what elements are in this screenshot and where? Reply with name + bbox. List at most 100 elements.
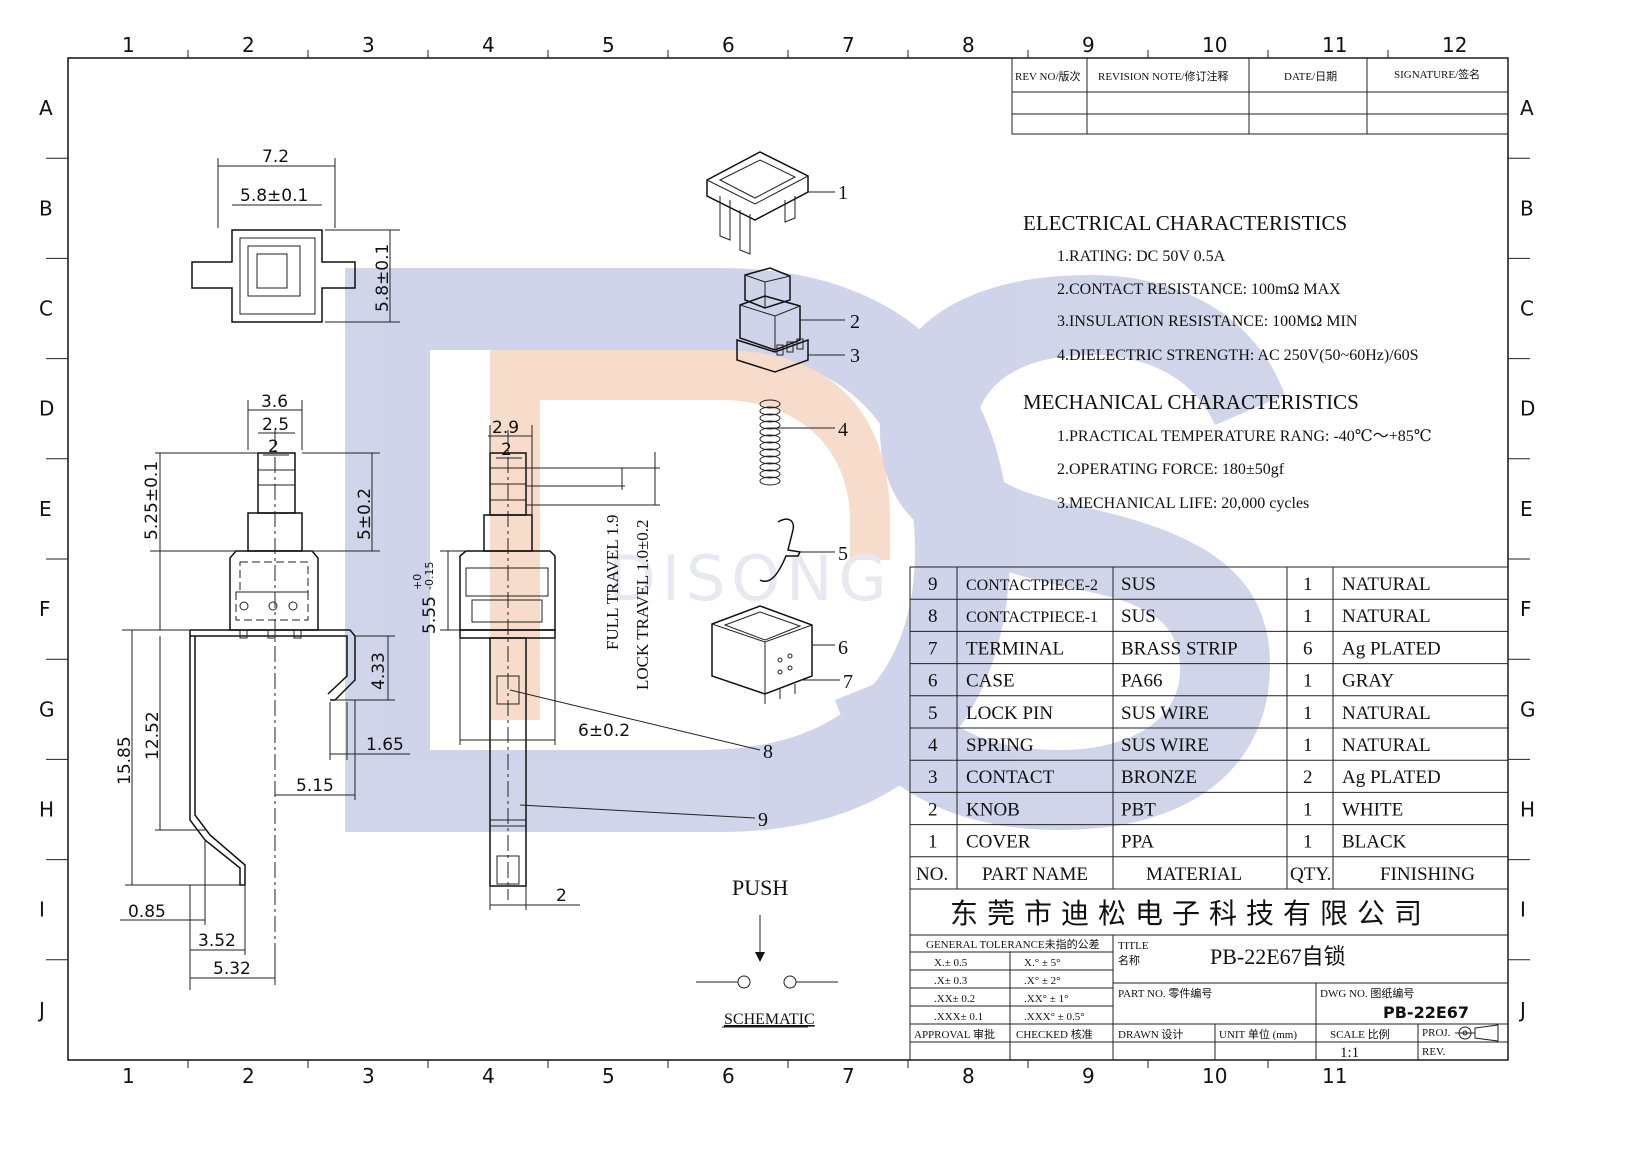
bom-part-name: TERMINAL	[966, 638, 1064, 659]
dim-side-5-32: 5.32	[213, 959, 251, 979]
bom-finishing: Ag PLATED	[1342, 638, 1441, 659]
dim-front-2-9: 2.9	[492, 418, 519, 438]
title-label-cn: 名称	[1118, 953, 1140, 967]
dim-side-5: 5±0.2	[355, 488, 375, 540]
callout-1: 1	[838, 182, 848, 204]
title-block: 东 莞 市 迪 松 电 子 科 技 有 限 公 司 GENERAL TOLERA…	[909, 888, 1509, 1061]
row-label-left-J: J	[37, 998, 45, 1022]
bom-header-finishing: FINISHING	[1380, 864, 1475, 885]
callout-9: 9	[758, 809, 768, 831]
bom-material: SUS WIRE	[1121, 735, 1209, 756]
bom-qty: 1	[1303, 832, 1313, 853]
dim-front-2: 2	[501, 440, 512, 460]
bom-no: 4	[928, 735, 938, 756]
col-label-bottom-9: 9	[1082, 1064, 1095, 1088]
dim-side-12-52: 12.52	[143, 711, 163, 760]
electrical-characteristics: ELECTRICAL CHARACTERISTICS 1.RATING: DC …	[1023, 211, 1419, 364]
schematic-push-label: PUSH	[732, 875, 788, 900]
approval-label: APPROVAL 审批	[914, 1027, 995, 1041]
col-label-bottom-3: 3	[362, 1064, 375, 1088]
bom-qty: 6	[1303, 638, 1313, 659]
dim-side-5-25: 5.25±0.1	[142, 461, 162, 540]
tolerance-angular: .XXX° ± 0.5°	[1024, 1011, 1085, 1023]
bom-material: BRONZE	[1121, 767, 1197, 788]
side-view-drawing: 3.6 2.5 2 5.25±0.1 5±0.2 15.85 12.52 4.3…	[115, 392, 410, 990]
col-label-top-12: 12	[1442, 33, 1467, 57]
watermark-logo: DISONG	[345, 268, 1285, 832]
dim-side-2-5: 2.5	[262, 415, 289, 435]
col-label-top-10: 10	[1202, 33, 1227, 57]
watermark-d-shape	[345, 268, 1010, 832]
row-label-left-D: D	[39, 397, 54, 421]
dim-side-3-52: 3.52	[198, 931, 236, 951]
bom-part-name: CASE	[966, 671, 1015, 692]
part-spring	[759, 399, 781, 486]
bom-part-name: CONTACTPIECE-1	[966, 609, 1098, 626]
rev-header-date: DATE/日期	[1284, 70, 1337, 83]
tolerance-linear: X.± 0.5	[934, 957, 968, 969]
col-label-bottom-6: 6	[722, 1064, 735, 1088]
dim-front-6: 6±0.2	[578, 721, 630, 741]
rev-label: REV.	[1422, 1046, 1446, 1058]
bom-part-name: SPRING	[966, 735, 1034, 756]
row-label-right-J: J	[1518, 998, 1526, 1022]
col-label-top-5: 5	[602, 33, 615, 57]
bom-part-name: CONTACTPIECE-2	[966, 577, 1098, 594]
revision-table: REV NO/版次 REVISION NOTE/修订注释 DATE/日期 SIG…	[1011, 57, 1509, 135]
bom-no: 3	[928, 767, 938, 788]
bom-material: PA66	[1121, 671, 1163, 692]
bom-qty: 1	[1303, 799, 1313, 820]
row-label-left-C: C	[39, 297, 53, 321]
unit-label: UNIT 单位 (mm)	[1219, 1027, 1297, 1041]
col-label-bottom-8: 8	[962, 1064, 975, 1088]
watermark-s-shape	[835, 275, 1285, 830]
bom-qty: 2	[1303, 767, 1313, 788]
col-label-bottom-10: 10	[1202, 1064, 1227, 1088]
projection-symbol-icon	[1455, 1024, 1499, 1042]
row-label-right-F: F	[1520, 597, 1532, 621]
bom-no: 8	[928, 606, 938, 627]
drawn-label: DRAWN 设计	[1118, 1028, 1183, 1041]
bom-no: 7	[928, 638, 938, 659]
col-label-top-2: 2	[242, 33, 255, 57]
bom-no: 2	[928, 799, 938, 820]
part-no-label: PART NO. 零件编号	[1118, 986, 1212, 1000]
tolerance-linear: .XX± 0.2	[934, 993, 975, 1005]
callout-7: 7	[843, 671, 853, 693]
callout-5: 5	[838, 543, 848, 565]
col-label-top-11: 11	[1322, 33, 1347, 57]
scale-value: 1:1	[1340, 1045, 1359, 1061]
bom-finishing: GRAY	[1342, 671, 1394, 692]
dim-front-5-55: 5.55	[420, 596, 440, 634]
dim-top-width-outer: 7.2	[262, 147, 289, 167]
row-label-right-E: E	[1520, 497, 1533, 521]
bom-no: 1	[928, 832, 938, 853]
col-label-bottom-4: 4	[482, 1064, 495, 1088]
col-label-top-3: 3	[362, 33, 375, 57]
part-knob	[736, 267, 845, 373]
bom-part-name: CONTACT	[966, 767, 1055, 788]
dim-top-height: 5.8±0.1	[373, 244, 393, 312]
callout-3: 3	[850, 345, 860, 367]
row-label-left-F: F	[39, 597, 51, 621]
tolerance-angular: X.° ± 5°	[1024, 957, 1061, 969]
col-label-top-7: 7	[842, 33, 855, 57]
tolerance-angular: .XX° ± 1°	[1024, 993, 1068, 1005]
rev-header-note: REVISION NOTE/修订注释	[1098, 69, 1228, 83]
mechanical-characteristics: MECHANICAL CHARACTERISTICS 1.PRACTICAL T…	[1023, 390, 1432, 512]
dwg-no-label: DWG NO. 图纸编号	[1320, 986, 1414, 1000]
row-label-right-A: A	[1520, 96, 1534, 120]
electrical-item-3: 3.INSULATION RESISTANCE: 100MΩ MIN	[1057, 313, 1358, 330]
row-label-left-I: I	[39, 898, 45, 922]
schematic-label: SCHEMATIC	[724, 1011, 815, 1028]
bom-qty: 1	[1303, 574, 1313, 595]
row-label-left-B: B	[39, 196, 53, 220]
